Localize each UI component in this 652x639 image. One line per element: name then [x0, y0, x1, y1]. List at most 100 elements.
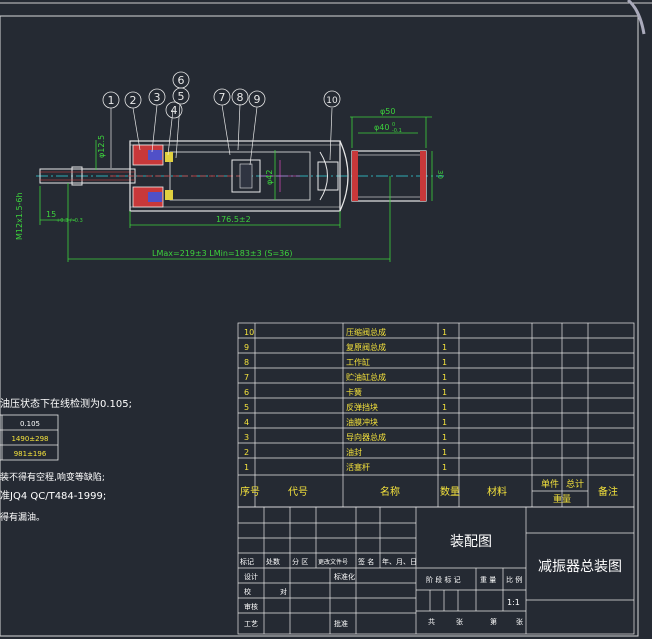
- bom-row-1-no: 10: [244, 328, 254, 337]
- note-table-cell-1: 1490±298: [11, 435, 48, 443]
- balloon-label-5: 5: [178, 90, 185, 103]
- drawing-title: 减振器总装图: [538, 559, 622, 575]
- note-table-cell-0: 0.105: [20, 420, 40, 428]
- dim-d42: φ42: [265, 170, 274, 185]
- rev-header-zone: 分 区: [292, 557, 308, 566]
- bom-row-1-qty: 1: [442, 328, 447, 337]
- note-line-2: 装不得有空程,响变等缺陷;: [0, 471, 105, 483]
- bom-row-7-no: 4: [244, 418, 249, 427]
- bom-row-5-name: 卡簧: [346, 387, 362, 397]
- bom-row-2-qty: 1: [442, 343, 447, 352]
- bom-row-5-qty: 1: [442, 388, 447, 397]
- bom-row-3-name: 工作缸: [346, 357, 370, 367]
- dim-stroke-line: LMax=219±3 LMin=183±3 (S=36): [152, 249, 292, 258]
- dim-d40: φ40: [374, 123, 389, 132]
- label-sheet: 张: [516, 617, 523, 626]
- note-line-4: 得有漏油。: [0, 511, 45, 523]
- balloon-leaders: [110, 103, 333, 168]
- title-block: 装配图 减振器总装图 标记 处数 分 区 更改文件号 签 名 年、月、日 设计 …: [237, 506, 635, 635]
- balloon-label-2: 2: [130, 94, 137, 107]
- label-design: 设计: [244, 572, 258, 581]
- bom-row-10-name: 活塞杆: [346, 462, 370, 472]
- balloon-4: [165, 101, 183, 119]
- dimension-lines: [39, 116, 433, 262]
- note-table: [0, 414, 59, 461]
- balloon-label-1: 1: [108, 94, 115, 107]
- bom-row-1-name: 压缩阀总成: [346, 327, 386, 337]
- bom-row-10-no: 1: [244, 463, 249, 472]
- outer-frame: [0, 15, 639, 637]
- shock-absorber-drawing: [36, 103, 444, 262]
- bom-row-7-qty: 1: [442, 418, 447, 427]
- bom-row-9-qty: 1: [442, 448, 447, 457]
- balloon-2: [124, 91, 142, 109]
- bom-row-8-no: 3: [244, 433, 249, 442]
- scale-value: 1:1: [507, 598, 520, 607]
- bom-header-code: 代号: [288, 486, 308, 498]
- label-total-sheets: 共: [428, 617, 435, 626]
- bom-row-6-qty: 1: [442, 403, 447, 412]
- dim-d30: 30: [436, 170, 444, 179]
- dimension-texts: φ12.5 M12x1.5-6h 15 +0.3 / -0.3 φ42 φ50 …: [15, 107, 444, 258]
- bom-row-9-no: 2: [244, 448, 249, 457]
- dim-len-15-tol: +0.3 / -0.3: [56, 218, 83, 224]
- note-line-1: 油压状态下在线检测为0.105;: [0, 397, 132, 410]
- oil-seal-lower: [148, 192, 162, 202]
- bom-row-2-no: 9: [244, 343, 249, 352]
- balloon-label-3: 3: [154, 91, 161, 104]
- bom-header-remark: 备注: [598, 485, 618, 498]
- drawing-type-label: 装配图: [450, 534, 492, 550]
- bill-of-materials: 10 压缩阀总成 1 9 复原阀总成 1 8 工作缸 1 7 贮油缸总成 1 6…: [237, 322, 635, 508]
- bom-row-3-no: 8: [244, 358, 249, 367]
- balloon-label-7: 7: [219, 91, 226, 104]
- balloon-9: [248, 90, 266, 108]
- bom-header-total: 总计: [566, 478, 584, 490]
- bom-header-name: 名称: [380, 485, 400, 498]
- label-process: 工艺: [244, 620, 258, 628]
- rev-header-change-doc: 更改文件号: [318, 558, 348, 566]
- label-approve: 批准: [334, 619, 348, 628]
- dim-d40-tol-lower: -0.1: [392, 128, 402, 134]
- balloon-8: [231, 88, 249, 106]
- bom-row-6-no: 5: [244, 403, 249, 412]
- balloon-3: [148, 88, 166, 106]
- bom-header-weight: 重量: [553, 493, 571, 505]
- dim-thread: M12x1.5-6h: [15, 192, 24, 240]
- bom-row-6-name: 反弹挡块: [346, 402, 378, 412]
- bom-row-8-qty: 1: [442, 433, 447, 442]
- note-table-cell-2: 981±196: [14, 450, 47, 458]
- label-check: 校: [244, 587, 251, 596]
- label-scale: 比 例: [506, 575, 522, 584]
- dim-d50: φ50: [380, 107, 395, 116]
- bom-row-7-name: 油膜冲块: [346, 417, 378, 427]
- bom-row-9-name: 油封: [346, 447, 362, 457]
- piston-rod: [39, 168, 136, 184]
- dim-rod-diameter: φ12.5: [97, 135, 106, 158]
- bom-row-2-name: 复原阀总成: [346, 342, 386, 352]
- label-stage-mark: 阶 段 标 记: [426, 575, 461, 584]
- corner-arc: [626, 0, 646, 35]
- bom-header-seq: 序号: [240, 485, 260, 498]
- bom-header-qty: 数量: [440, 485, 460, 498]
- bom-row-8-name: 导向器总成: [346, 432, 386, 442]
- bom-row-3-qty: 1: [442, 358, 447, 367]
- balloon-label-4: 4: [171, 104, 178, 117]
- dim-len-15: 15: [46, 210, 56, 219]
- label-review: 审核: [244, 602, 258, 611]
- label-weight: 重 量: [480, 576, 496, 584]
- bom-header-unit: 单件: [541, 478, 559, 490]
- rev-header-count: 处数: [266, 557, 280, 566]
- technical-notes: 油压状态下在线检测为0.105; 0.105 1490±298 981±196 …: [0, 397, 132, 523]
- rod-nut: [71, 166, 83, 186]
- dim-d40-tol-upper: 0: [392, 122, 395, 128]
- balloon-label-9: 9: [254, 93, 261, 106]
- balloon-6: [172, 71, 190, 89]
- balloon-label-6: 6: [178, 74, 185, 87]
- rev-header-date: 年、月、日: [382, 557, 417, 566]
- balloon-label-10: 10: [326, 96, 338, 106]
- rebound-stop-lower: [165, 190, 173, 200]
- compression-valve: [317, 161, 339, 191]
- bom-row-4-name: 贮油缸总成: [346, 372, 386, 382]
- dim-len-176: 176.5±2: [216, 215, 251, 224]
